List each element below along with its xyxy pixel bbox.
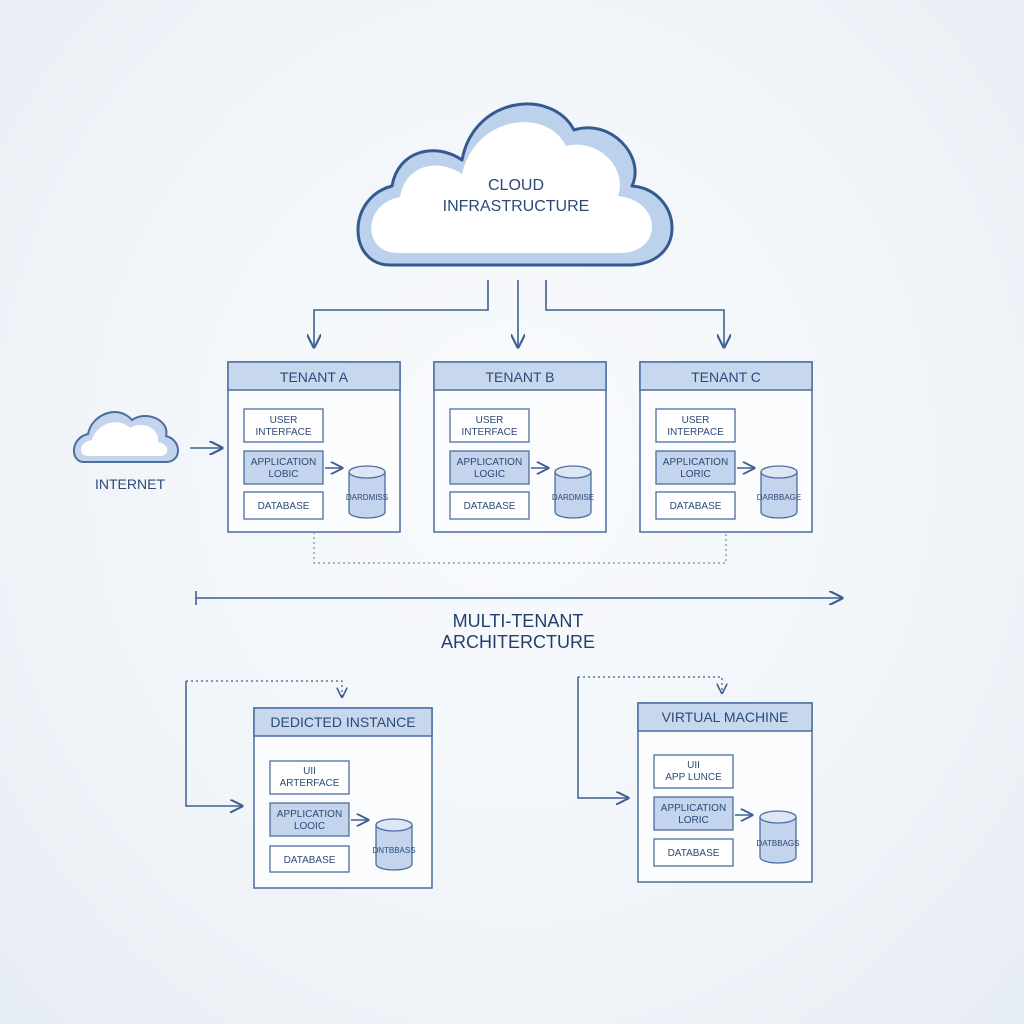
tenant-c-logic-box — [655, 450, 736, 485]
virtual-ui-line2: APP LUNCE — [665, 772, 722, 783]
cloud-icon — [356, 102, 674, 267]
cloud-title-line2: INFRASTRUCTURE — [443, 198, 590, 215]
tenant-c-db-box — [655, 491, 736, 520]
tenant-c-database-icon — [760, 465, 798, 519]
dedicated-database-icon — [375, 818, 413, 871]
cloud-connectors — [314, 280, 724, 347]
dedicated-connectors — [185, 680, 342, 806]
tenant-a-logic-line1: APPLICATION — [251, 457, 316, 468]
dedicated-cylinder-label: DNTBBASS — [372, 846, 415, 855]
dedicated-db-label: DATABASE — [284, 855, 336, 866]
tenant-c-title: TENANT C — [691, 369, 761, 385]
tenant-a-ui-box — [243, 408, 324, 443]
virtual-logic-line1: APPLICATION — [661, 803, 726, 814]
virtual-connectors — [577, 676, 722, 798]
internet-cloud-icon — [73, 411, 179, 463]
tenant-b-db-box — [449, 491, 530, 520]
tenant-a-logic-line2: LOBIC — [268, 469, 298, 480]
virtual-logic-line2: LORIC — [678, 815, 709, 826]
virtual-title: VIRTUAL MACHINE — [662, 709, 789, 725]
tenant-a-database-icon — [348, 465, 386, 519]
tenant-b-title: TENANT B — [486, 369, 555, 385]
tenant-a-ui-line2: INTERFACE — [255, 427, 311, 438]
tenant-a-db-label: DATABASE — [258, 501, 310, 512]
tenant-b-logic-line1: APPLICATION — [457, 457, 522, 468]
tenant-c-box: TENANT C USER INTERPACE APPLICATION LORI… — [639, 361, 813, 533]
dedicated-db-box — [269, 845, 350, 873]
tenant-c-db-label: DATABASE — [670, 501, 722, 512]
tenant-c-ui-box — [655, 408, 736, 443]
virtual-logic-box — [653, 796, 734, 831]
dedicated-logic-line1: APPLICATION — [277, 809, 342, 820]
tenant-b-db-label: DATABASE — [464, 501, 516, 512]
tenant-c-logic-line2: LORIC — [680, 469, 711, 480]
tenant-b-ui-line1: USER — [476, 415, 504, 426]
dedicated-title: DEDICTED INSTANCE — [270, 714, 415, 730]
tenant-c-ui-line2: INTERPACE — [667, 427, 724, 438]
tenant-b-logic-line2: LOGIC — [474, 469, 505, 480]
dedicated-ui-line2: ARTERFACE — [280, 778, 340, 789]
dedicated-logic-box — [269, 802, 350, 837]
virtual-ui-line1: UII — [687, 760, 700, 771]
tenant-a-logic-box — [243, 450, 324, 485]
tenant-a-cylinder-label: DARDMISS — [346, 493, 388, 502]
tenant-b-logic-box — [449, 450, 530, 485]
virtual-cylinder-label: DATBBAGS — [757, 839, 800, 848]
tenant-b-database-icon — [554, 465, 592, 519]
tenant-a-ui-line1: USER — [270, 415, 298, 426]
dedicated-ui-box — [269, 760, 350, 795]
virtual-ui-box — [653, 754, 734, 789]
tenant-c-cylinder-label: DARBBAGE — [757, 493, 801, 502]
virtual-db-box — [653, 838, 734, 867]
tenant-a-title: TENANT A — [280, 369, 349, 385]
tenant-c-logic-line1: APPLICATION — [663, 457, 728, 468]
architecture-title-line1: MULTI-TENANT — [453, 611, 584, 631]
cloud-title-line1: CLOUD — [488, 177, 544, 194]
tenant-a-db-box — [243, 491, 324, 520]
dedicated-instance-box: DEDICTED INSTANCE UII ARTERFACE APPLICAT… — [253, 707, 433, 889]
virtual-db-label: DATABASE — [668, 848, 720, 859]
tenant-a-box: TENANT A USER INTERFACE APPLICATION LOBI… — [227, 361, 401, 533]
virtual-machine-box: VIRTUAL MACHINE UII APP LUNCE APPLICATIO… — [637, 702, 813, 883]
tenant-b-box: TENANT B USER INTERFACE APPLICATION LOGI… — [433, 361, 607, 533]
tenant-c-ui-line1: USER — [682, 415, 710, 426]
architecture-title-line2: ARCHITERCTURE — [441, 632, 595, 652]
tenant-dotted-link — [313, 532, 727, 564]
virtual-database-icon — [759, 810, 797, 864]
tenant-b-ui-line2: INTERFACE — [461, 427, 517, 438]
dedicated-ui-line1: UII — [303, 766, 316, 777]
dedicated-logic-line2: LOOIC — [294, 821, 325, 832]
tenant-b-cylinder-label: DARDMISE — [552, 493, 594, 502]
architecture-arrow — [195, 591, 842, 605]
tenant-b-ui-box — [449, 408, 530, 443]
internet-label: INTERNET — [95, 476, 165, 492]
